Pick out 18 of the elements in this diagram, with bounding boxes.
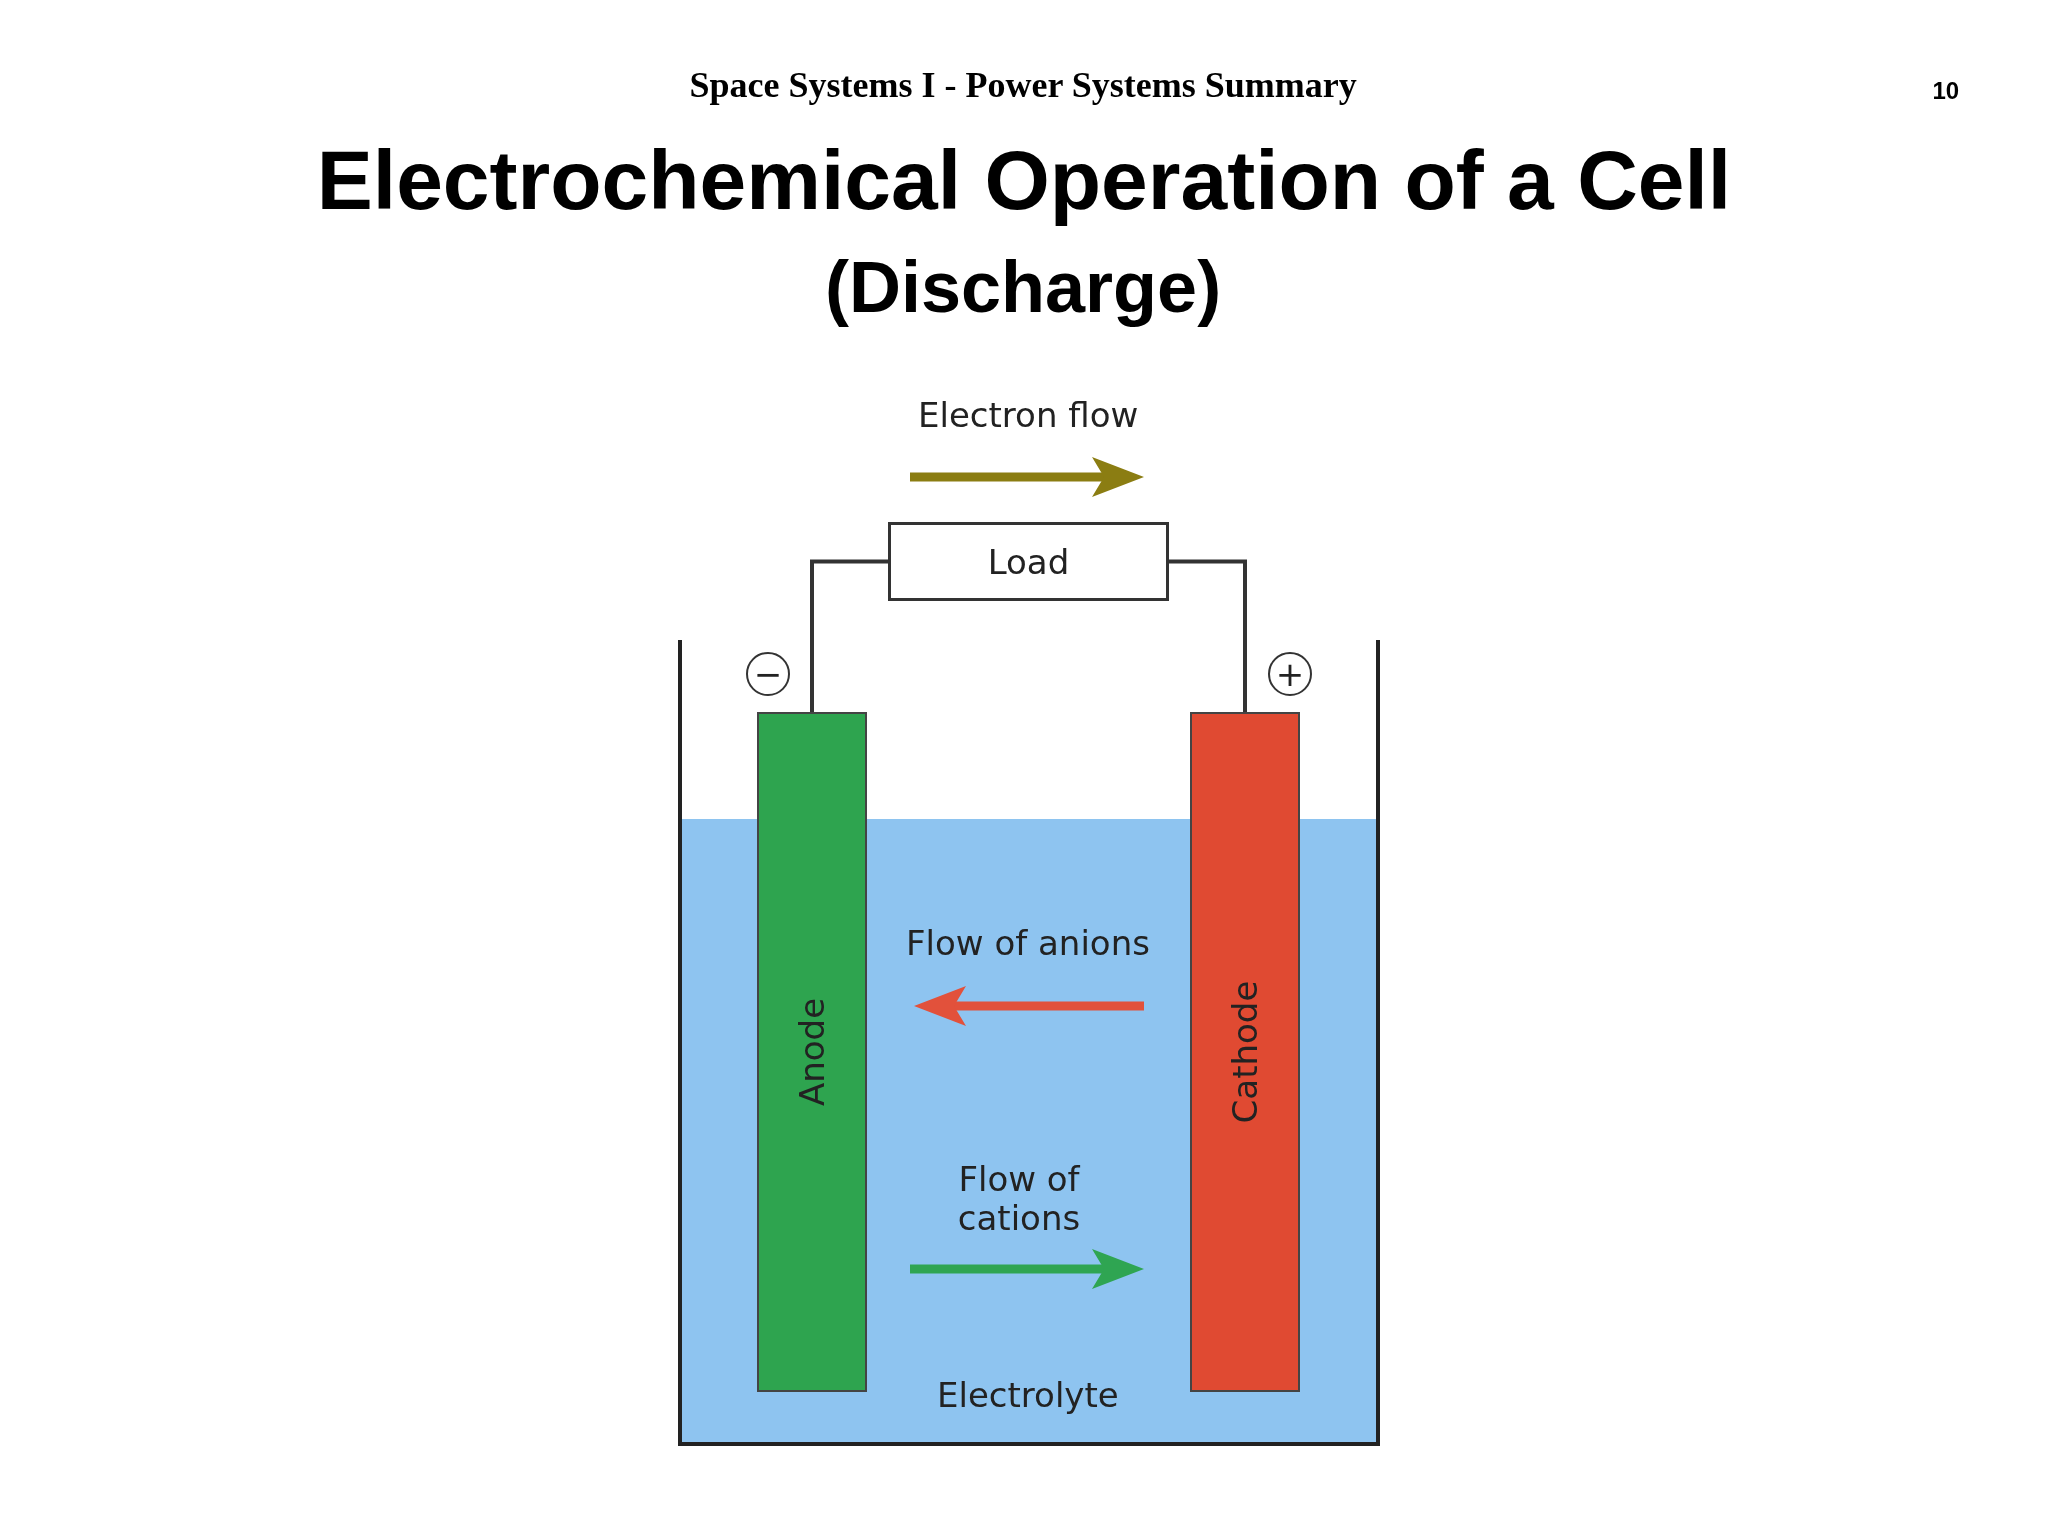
cathode-electrode [1190, 712, 1300, 1392]
terminal-sign: − [746, 652, 790, 696]
electrode-label: Anode [792, 997, 832, 1107]
slide-title: Electrochemical Operation of a Cell [316, 133, 1732, 227]
flow-label: Electron flow [918, 395, 1139, 435]
electrolyte-label: Electrolyte [937, 1375, 1119, 1415]
flow-label: Flow of anions [906, 923, 1150, 963]
slide-header: Space Systems I - Power Systems Summary [689, 64, 1357, 106]
slide-subtitle: (Discharge) [825, 245, 1222, 329]
load-box [888, 522, 1169, 601]
anode-electrode [757, 712, 867, 1392]
wire [1169, 559, 1247, 712]
load-label: Load [987, 541, 1070, 582]
electrode-label: Cathode [1225, 980, 1265, 1124]
flow-label: Flow of cations [956, 1160, 1082, 1239]
wire [810, 559, 888, 712]
page-number: 10 [1932, 77, 1960, 105]
terminal-sign: + [1268, 652, 1312, 696]
